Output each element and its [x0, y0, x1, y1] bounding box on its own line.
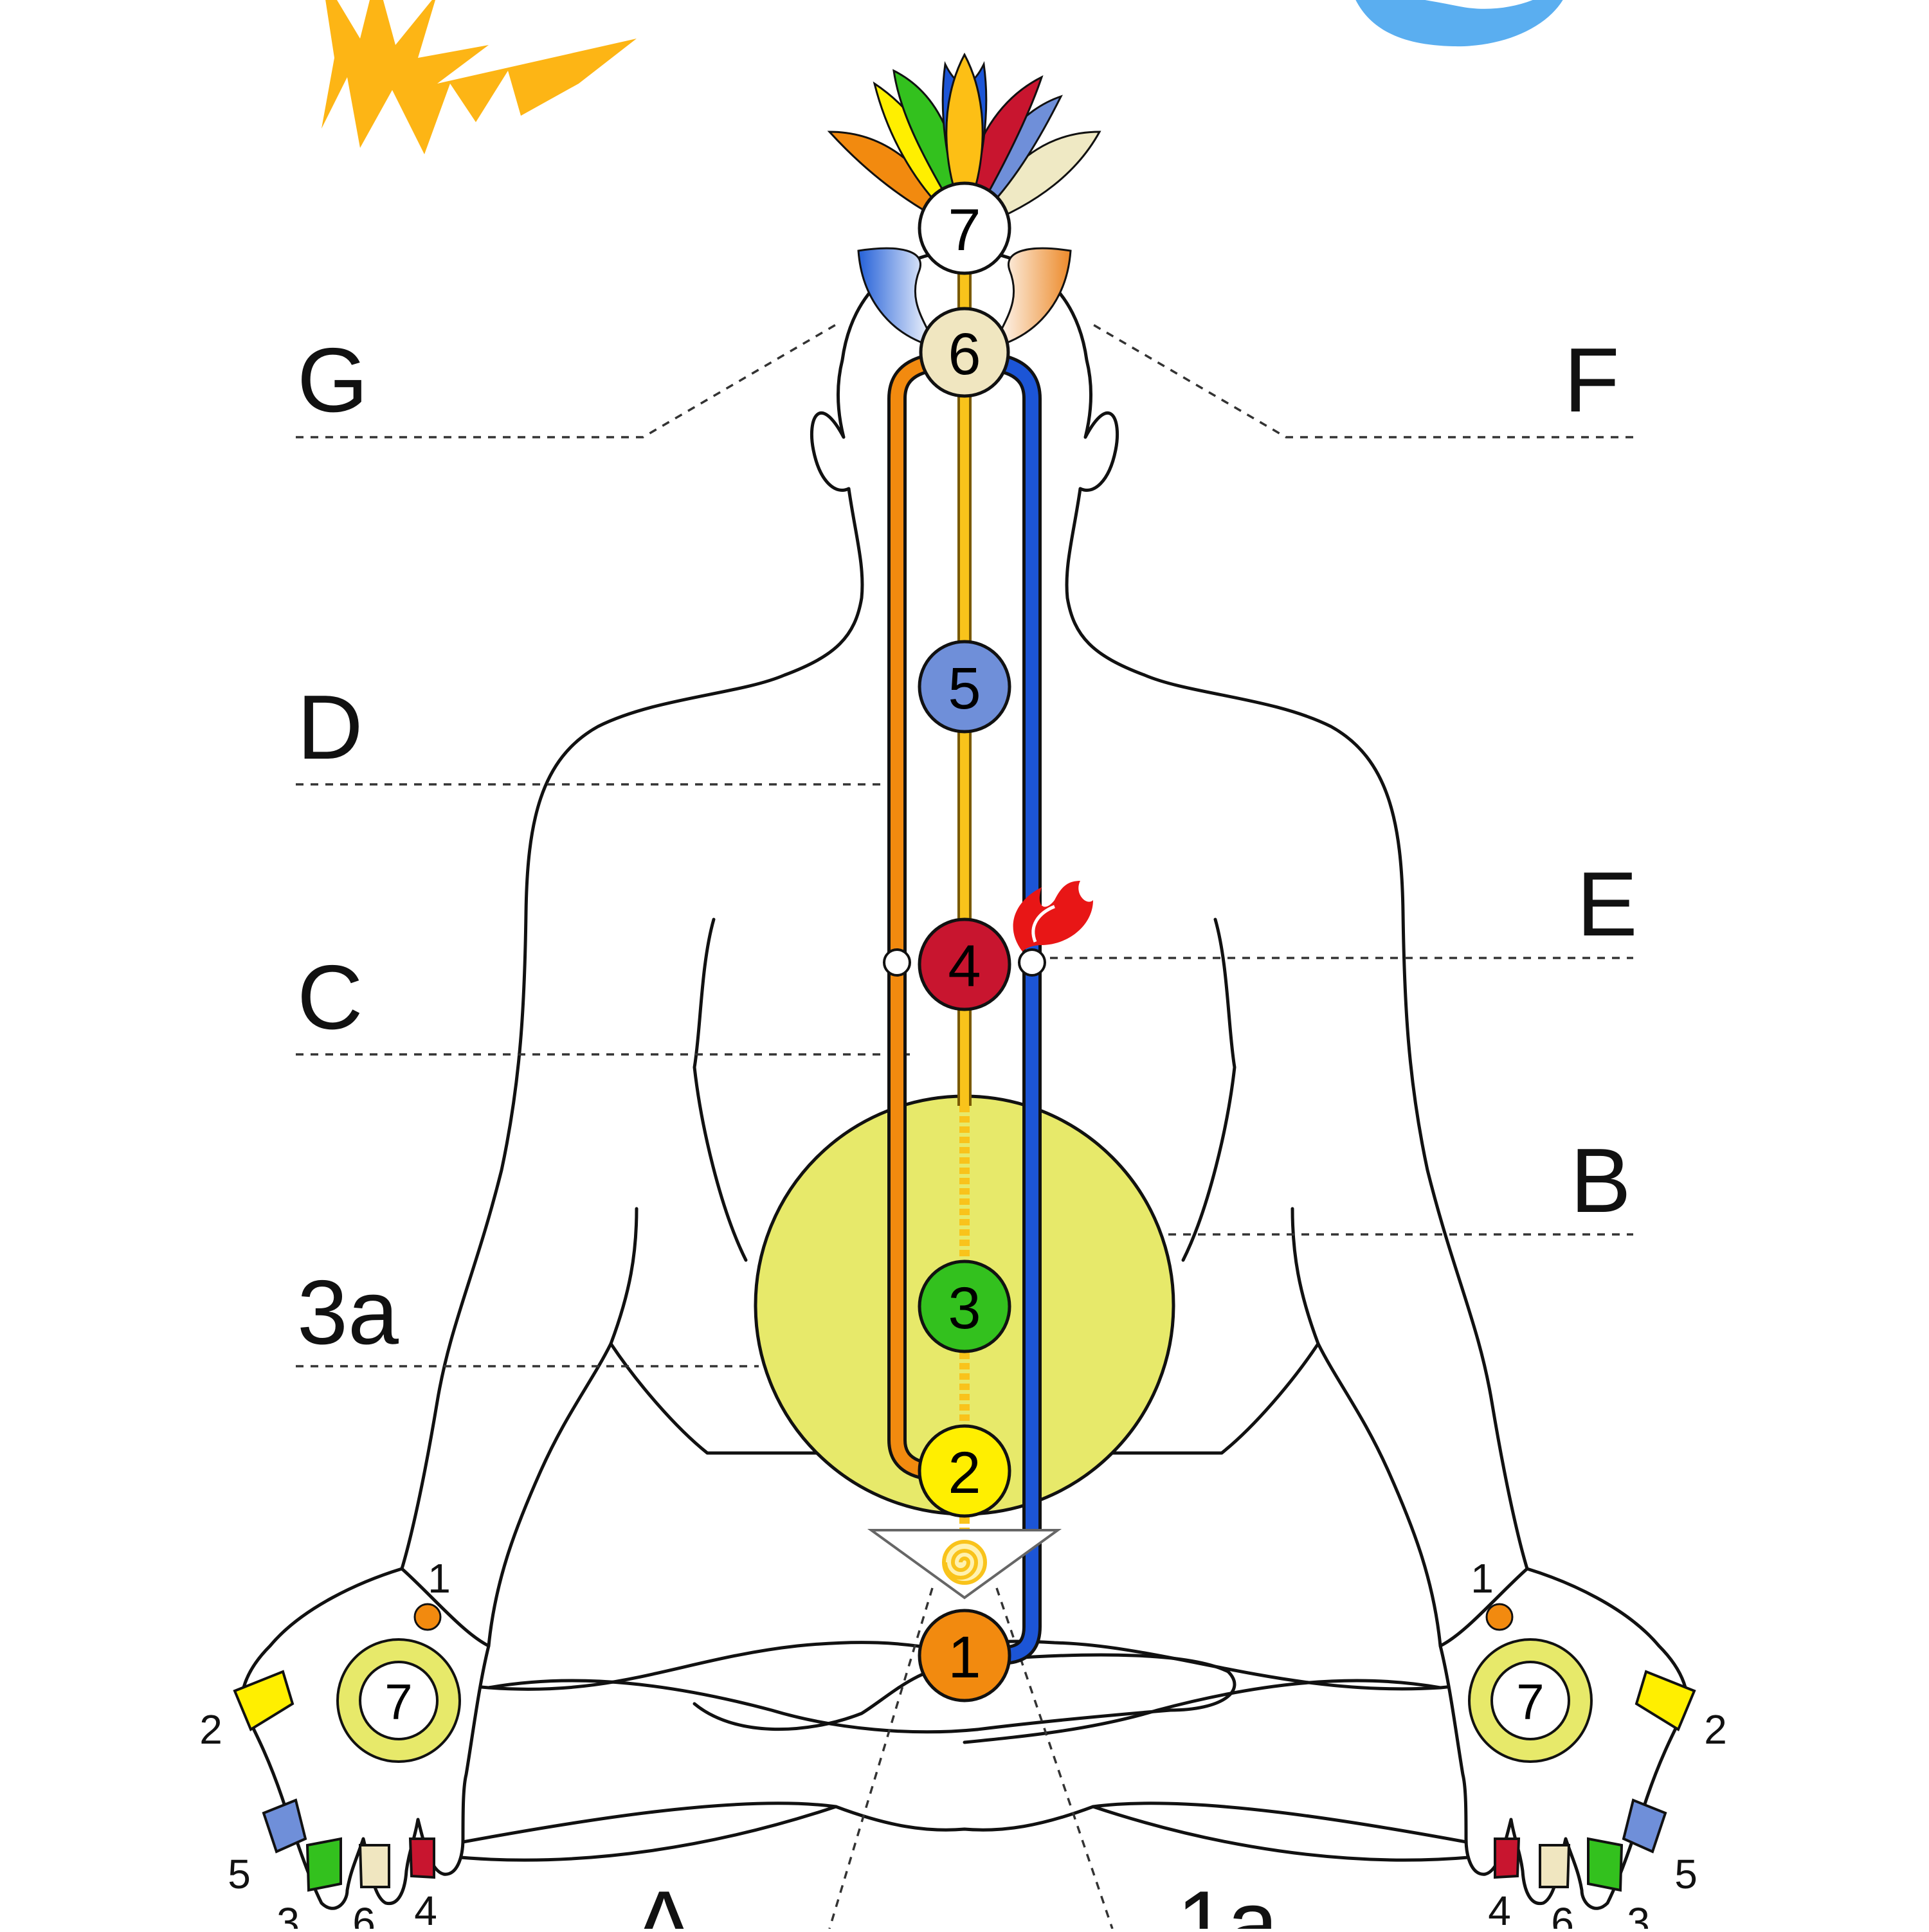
zone-label-1a: 1a: [1177, 1872, 1278, 1929]
right-thumb-label: 2: [1704, 1706, 1727, 1753]
shoulder-blade-right: [1181, 917, 1236, 1262]
pingala-node: [883, 948, 911, 977]
left-index-tip: [262, 1798, 307, 1854]
left-palm-chakra-label: 7: [385, 1674, 412, 1730]
left-little-label: 4: [414, 1888, 437, 1929]
guide-line-f: [1092, 323, 1633, 438]
right-ring-tip: [1539, 1844, 1571, 1888]
ida-head-lobe: [857, 247, 937, 349]
foot-left: [693, 1663, 954, 1731]
chakra-7-label: 7: [948, 197, 981, 263]
spiral-icon: [942, 1540, 987, 1585]
left-little-tip: [408, 1837, 435, 1879]
chakra-3-disc: [918, 1259, 1011, 1353]
chakra-6-disc: [919, 307, 1010, 398]
guide-line-g: [296, 323, 837, 438]
zone-label-g: G: [297, 329, 368, 431]
right-little-tip: [1494, 1837, 1521, 1879]
chakra-4-label: 4: [948, 934, 981, 999]
zone-label-b: B: [1570, 1130, 1631, 1232]
chakra-2-disc: [918, 1424, 1011, 1518]
leg-lower-cross: [410, 1801, 1519, 1854]
sun-icon: [322, 0, 637, 154]
right-little-label: 4: [1488, 1888, 1511, 1929]
leg-crease-right: [963, 1679, 1442, 1744]
left-thumb-label: 2: [199, 1706, 222, 1753]
chakra-7-disc: [918, 181, 1011, 275]
right-middle-label: 3: [1627, 1899, 1650, 1929]
right-palm-chakra-label: 7: [1516, 1674, 1544, 1730]
flame-inner: [1031, 905, 1055, 943]
left-ring-label: 6: [352, 1899, 376, 1929]
chakra-6-label: 6: [948, 321, 981, 387]
left-middle-label: 3: [276, 1899, 300, 1929]
left-ring-tip: [358, 1844, 390, 1888]
arm-crease-right: [1291, 1207, 1320, 1346]
zone-label-a: A: [633, 1872, 694, 1929]
ida-node: [1018, 948, 1046, 977]
left-index-label: 5: [228, 1851, 251, 1897]
right-palm-chakra: [1490, 1661, 1570, 1740]
zone-label-f: F: [1564, 329, 1620, 431]
chakra-1-label: 1: [948, 1625, 981, 1690]
right-thumb-tip: [1635, 1670, 1696, 1731]
zone-label-d: D: [297, 676, 363, 779]
moon-icon: [1355, 0, 1563, 47]
shoulder-blade-left: [693, 917, 748, 1262]
zone-label-e: E: [1577, 853, 1638, 955]
right-wrist-chakra: [1485, 1603, 1514, 1631]
chakra-5-label: 5: [948, 656, 981, 721]
left-wrist-chakra: [413, 1603, 442, 1631]
left-palm-chakra: [359, 1661, 439, 1740]
arm-crease-left: [609, 1207, 638, 1346]
right-wrist-label: 1: [1471, 1555, 1494, 1602]
chakra-3-label: 3: [948, 1276, 981, 1341]
chakra-4-disc: [918, 917, 1011, 1011]
zone-label-c: C: [297, 946, 363, 1049]
zone-label-3a: 3a: [297, 1261, 399, 1364]
leg-crease-left: [487, 1679, 979, 1734]
left-wrist-label: 1: [428, 1555, 451, 1602]
left-thumb-tip: [233, 1670, 294, 1731]
right-ring-label: 6: [1551, 1899, 1574, 1929]
right-index-tip: [1622, 1798, 1667, 1854]
chakra-1-disc: [918, 1609, 1011, 1702]
chakra-2-label: 2: [948, 1440, 981, 1506]
chakra-layer: 1 2 3 4 5 6 7: [918, 181, 1011, 1702]
guide-line-a: [828, 1587, 934, 1929]
foot-right: [975, 1653, 1236, 1731]
pingala-head-lobe: [992, 247, 1072, 349]
chakra-5-disc: [918, 640, 1011, 734]
left-middle-tip: [305, 1837, 342, 1892]
right-middle-tip: [1587, 1837, 1624, 1892]
right-index-label: 5: [1674, 1851, 1698, 1897]
